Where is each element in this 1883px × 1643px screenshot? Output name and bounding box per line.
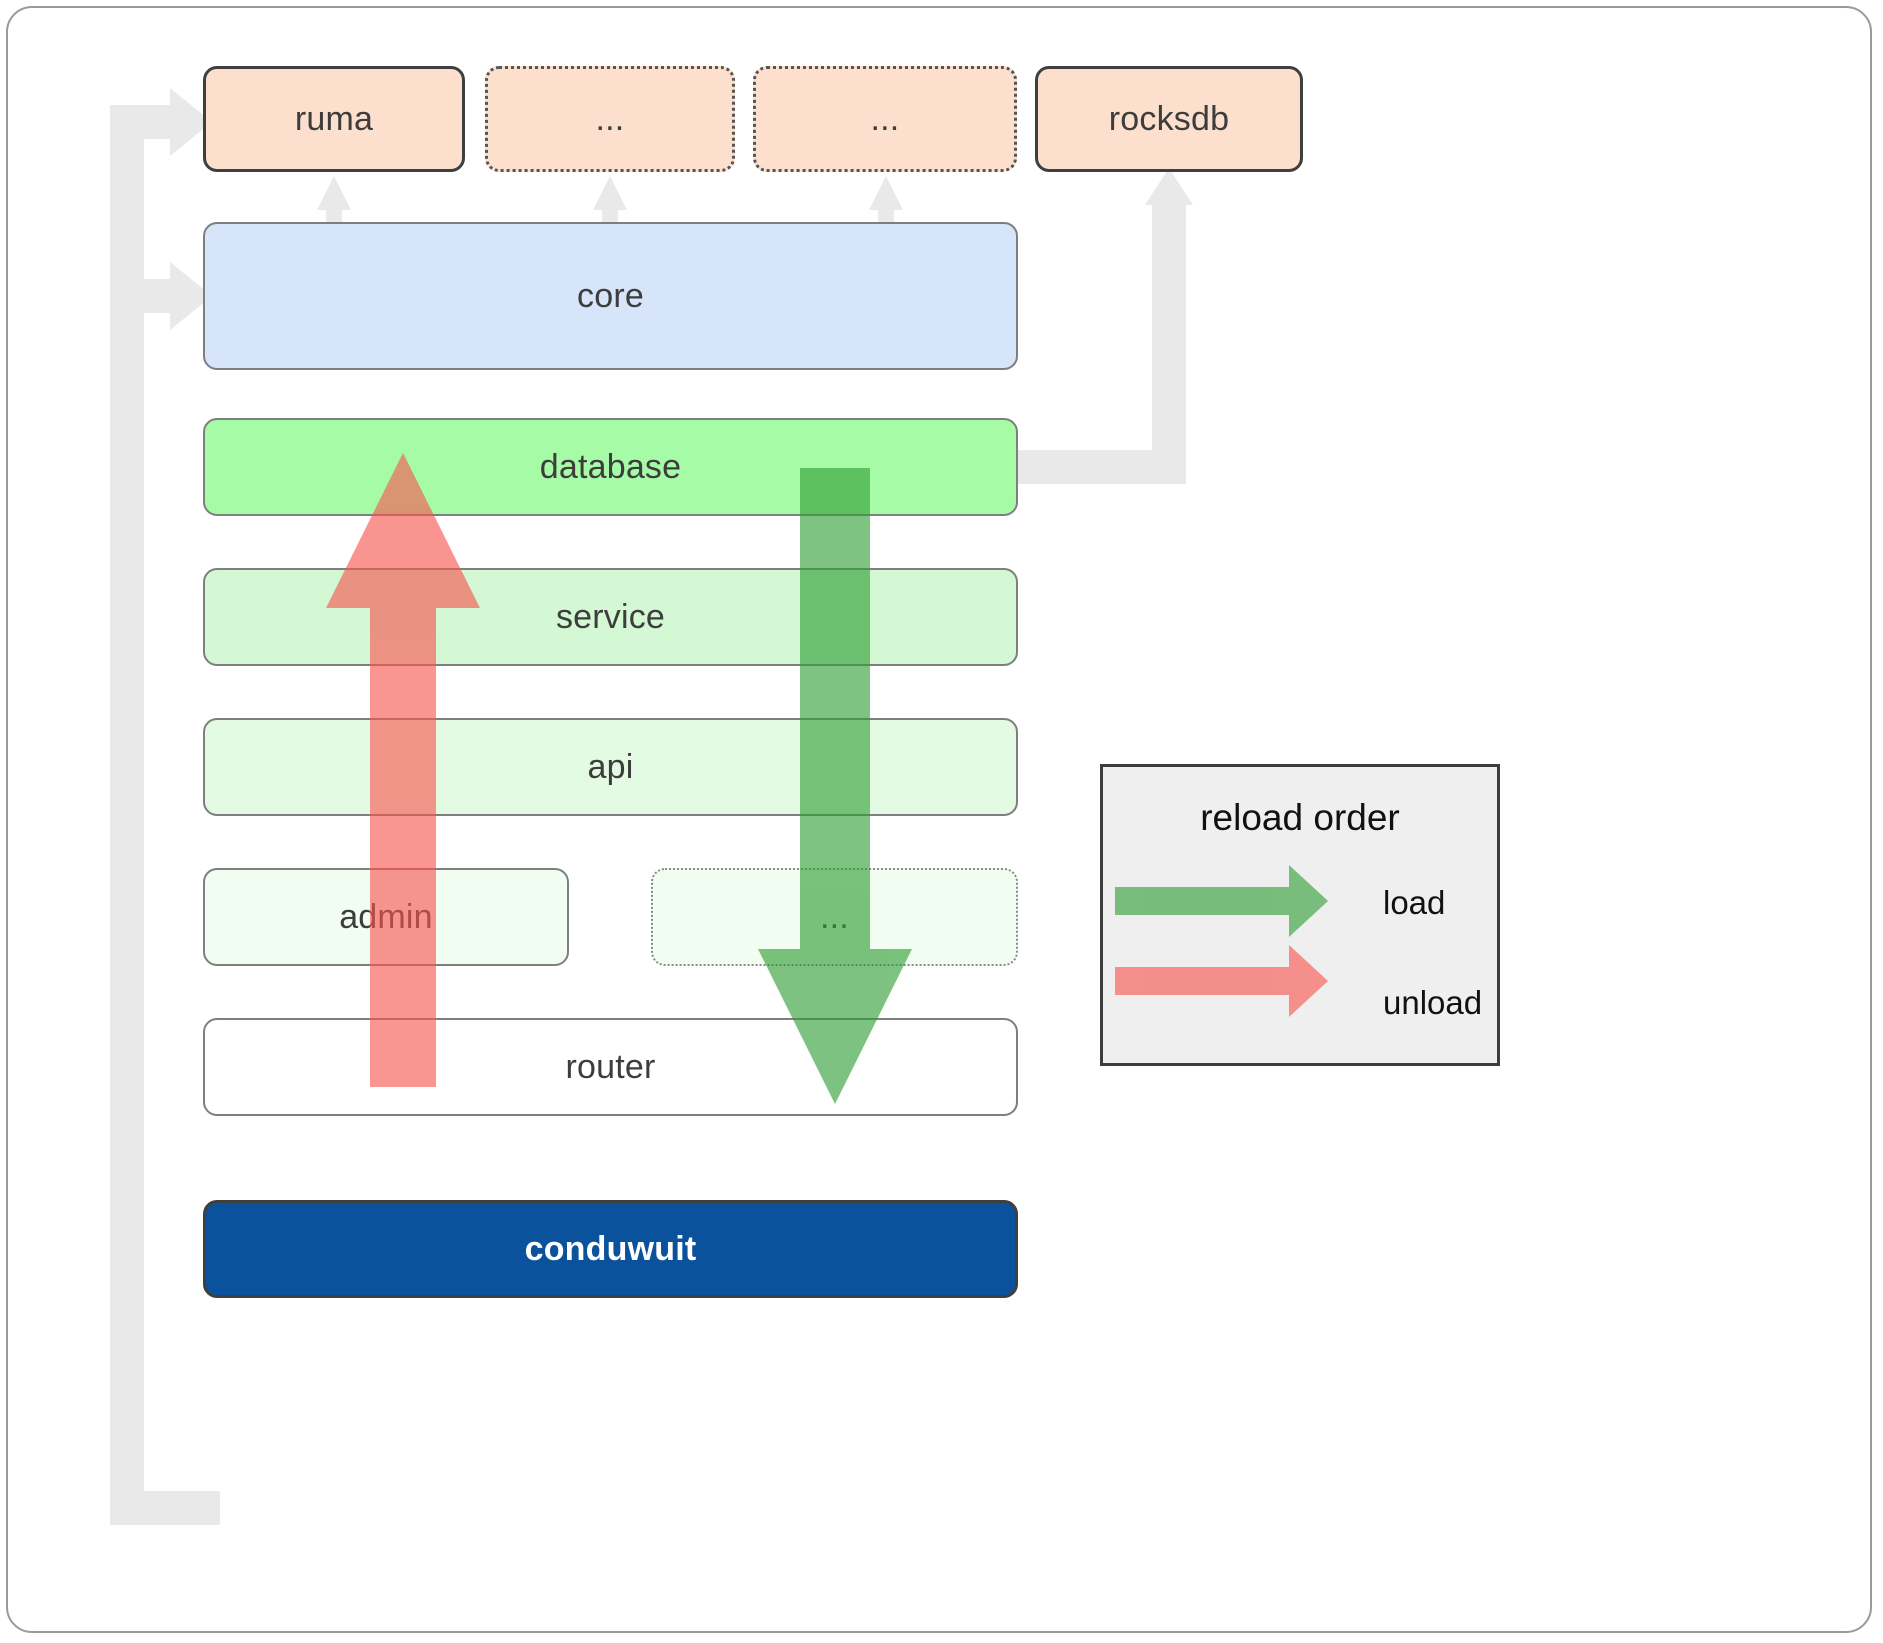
module-rocksdb[interactable]: rocksdb [1035, 66, 1303, 172]
module-label: conduwuit [524, 1229, 697, 1268]
module-core[interactable]: core [203, 222, 1018, 370]
module-label: rocksdb [1108, 99, 1230, 138]
module-label: api [587, 747, 634, 786]
module-label: service [555, 597, 666, 636]
legend-load-label: load [1383, 884, 1446, 921]
module-top-ellipsis-1[interactable]: ... [485, 66, 735, 172]
legend-unload-arrow [1115, 945, 1328, 1017]
legend-title: reload order [1200, 797, 1400, 838]
module-admin[interactable]: admin [203, 868, 569, 966]
legend-panel: reload order load unload [1100, 764, 1500, 1066]
module-ruma[interactable]: ruma [203, 66, 465, 172]
module-router[interactable]: router [203, 1018, 1018, 1116]
legend-swatches [1115, 865, 1328, 1017]
module-label: ... [820, 897, 849, 936]
module-label: database [539, 447, 682, 486]
module-stack-ellipsis[interactable]: ... [651, 868, 1018, 966]
module-label: ... [595, 99, 625, 138]
module-conduwuit[interactable]: conduwuit [203, 1200, 1018, 1298]
module-api[interactable]: api [203, 718, 1018, 816]
module-service[interactable]: service [203, 568, 1018, 666]
module-label: core [577, 276, 644, 315]
module-top-ellipsis-2[interactable]: ... [753, 66, 1017, 172]
legend-load-arrow [1115, 865, 1328, 937]
module-database[interactable]: database [203, 418, 1018, 516]
module-label: admin [339, 897, 433, 936]
module-label: ... [870, 99, 900, 138]
legend-unload-label: unload [1383, 984, 1483, 1021]
module-label: router [565, 1047, 656, 1086]
module-label: ruma [294, 99, 374, 138]
